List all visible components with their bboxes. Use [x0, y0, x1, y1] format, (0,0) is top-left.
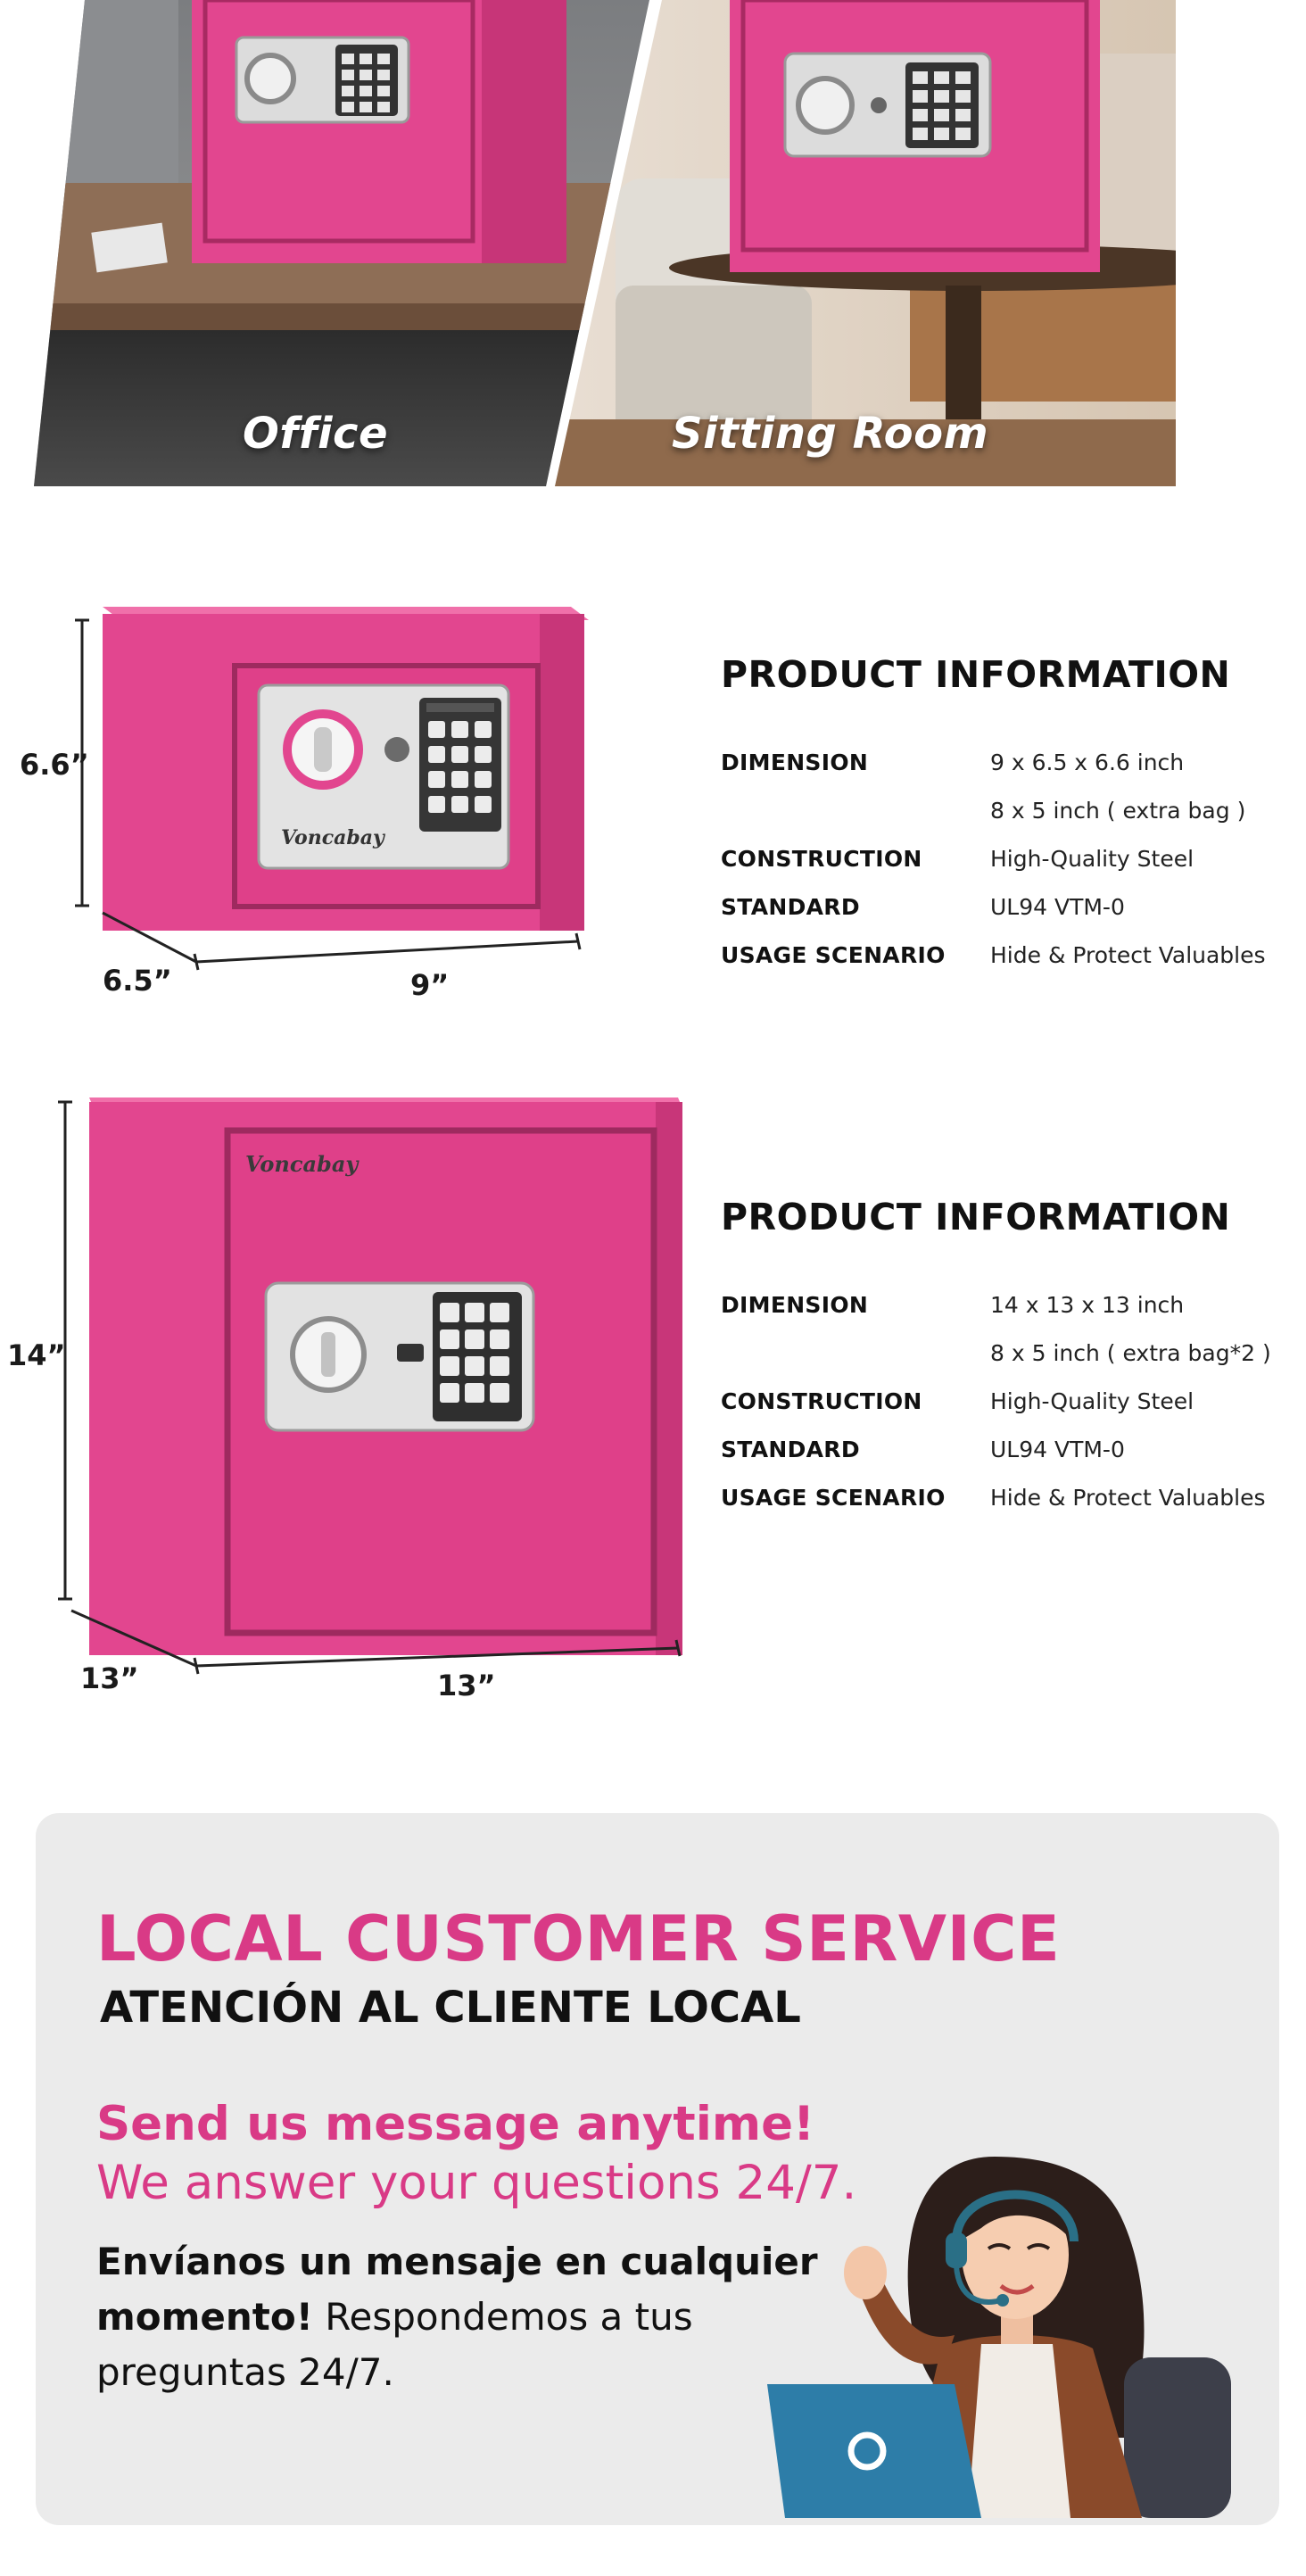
cs-spanish-bold: Envíanos un mensaje en cualquier momento…	[96, 2240, 818, 2339]
hero-illustration	[34, 0, 1176, 486]
cs-title-english: LOCAL CUSTOMER SERVICE	[96, 1902, 1061, 1975]
small-safe-height-label: 6.6”	[20, 748, 89, 782]
large-safe-illustration: Voncabay	[58, 1097, 682, 1675]
info-row-dimension-bag: 8 x 5 inch ( extra bag )	[990, 798, 1246, 824]
cs-message-line-1: Send us message anytime!	[96, 2097, 815, 2151]
info-row-standard: STANDARD UL94 VTM-0	[721, 894, 1125, 920]
cs-spanish-paragraph: Envíanos un mensaje en cualquier momento…	[96, 2234, 864, 2400]
large-safe-info: PRODUCT INFORMATION DIMENSION 14 x 13 x …	[721, 1196, 1292, 1533]
large-safe-height-label: 14”	[7, 1338, 66, 1372]
small-safe-brand-text: Voncabay	[281, 826, 386, 849]
small-safe-illustration: Voncabay	[75, 607, 589, 971]
large-safe-depth-label: 13”	[80, 1661, 139, 1695]
info-row-construction: CONSTRUCTION High-Quality Steel	[721, 1388, 1194, 1414]
small-safe-info-table: DIMENSION 9 x 6.5 x 6.6 inch 8 x 5 inch …	[721, 750, 1292, 990]
info-row-construction: CONSTRUCTION High-Quality Steel	[721, 846, 1194, 872]
large-safe-info-title: PRODUCT INFORMATION	[721, 1196, 1231, 1238]
large-safe-brand-text: Voncabay	[245, 1151, 360, 1177]
small-safe-depth-label: 6.5”	[103, 964, 172, 998]
small-safe-width-label: 9”	[410, 968, 450, 1002]
info-row-dimension: DIMENSION 9 x 6.5 x 6.6 inch	[721, 750, 1185, 775]
large-safe-info-table: DIMENSION 14 x 13 x 13 inch 8 x 5 inch (…	[721, 1292, 1292, 1533]
info-row-usage-scenario: USAGE SCENARIO Hide & Protect Valuables	[721, 1485, 1266, 1511]
customer-service-card: LOCAL CUSTOMER SERVICE ATENCIÓN AL CLIEN…	[36, 1813, 1279, 2525]
cs-spanish-regular: Respondemos a tus preguntas 24/7.	[96, 2295, 693, 2394]
office-scene	[34, 0, 649, 486]
info-row-usage-scenario: USAGE SCENARIO Hide & Protect Valuables	[721, 942, 1266, 968]
info-row-dimension: DIMENSION 14 x 13 x 13 inch	[721, 1292, 1185, 1318]
sitting-room-scene	[555, 0, 1176, 486]
info-row-standard: STANDARD UL94 VTM-0	[721, 1437, 1125, 1462]
product-large-safe: Voncabay 14” 13” 13” PRODUCT INFORMATION…	[0, 1080, 1306, 1722]
small-safe-info-title: PRODUCT INFORMATION	[721, 653, 1231, 696]
hero-scenes: Office Sitting Room	[0, 0, 1306, 486]
scene-label-office: Office	[243, 409, 389, 459]
cs-title-spanish: ATENCIÓN AL CLIENTE LOCAL	[100, 1983, 801, 2033]
info-row-dimension-bag: 8 x 5 inch ( extra bag*2 )	[990, 1340, 1271, 1366]
support-agent-illustration	[767, 2157, 1231, 2518]
small-safe-info: PRODUCT INFORMATION DIMENSION 9 x 6.5 x …	[721, 653, 1292, 990]
scene-label-sitting-room: Sitting Room	[672, 409, 989, 459]
cs-message-line-2: We answer your questions 24/7.	[96, 2156, 857, 2210]
large-safe-width-label: 13”	[437, 1669, 496, 1702]
product-small-safe: Voncabay 6.6” 6.5” 9” PRODUCT INFORMATIO…	[0, 589, 1306, 1017]
